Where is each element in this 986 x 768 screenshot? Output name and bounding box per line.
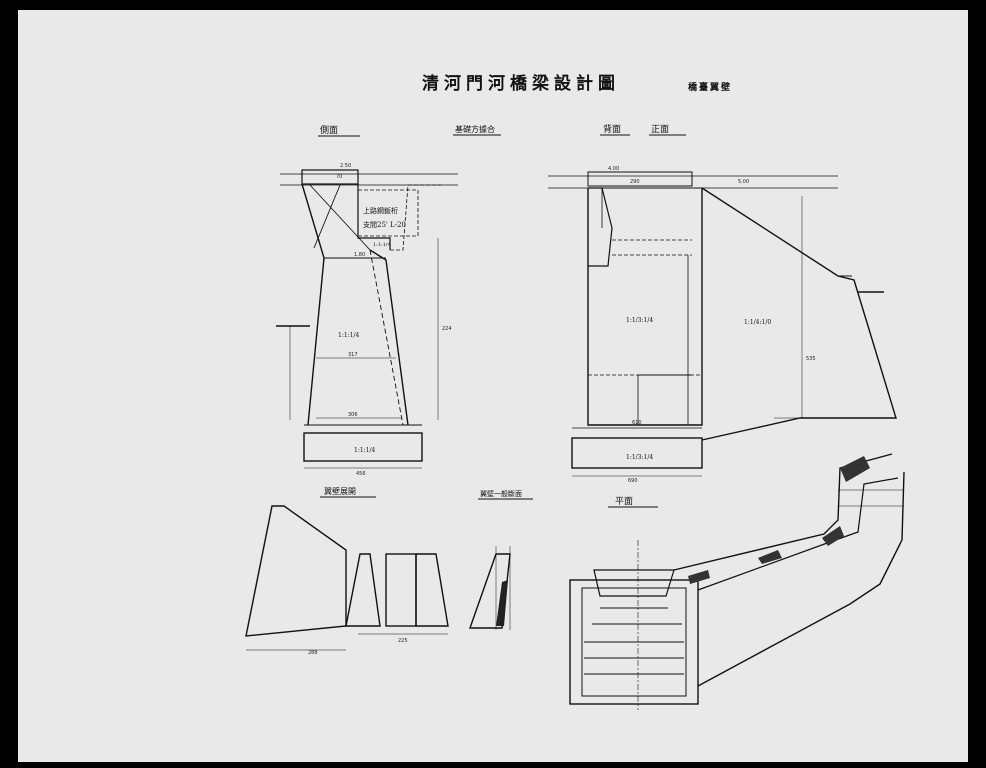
dim-70: 70: [336, 174, 342, 180]
drawing-sheet: 清河門河橋梁設計圖 橋臺翼壁 側面 基礎方據合 背面 正面 翼壁展開 翼壁一般斷…: [18, 10, 968, 762]
ratio-side-body: 1:1:1/4: [338, 332, 360, 339]
ratio-back-base: 1:1/3:1/4: [626, 454, 653, 461]
dim-224: 224: [442, 326, 452, 332]
dim-317: 317: [348, 352, 358, 358]
dim-top: 2.50: [340, 163, 351, 169]
dim-535: 535: [806, 356, 816, 362]
dim-290: 290: [630, 179, 640, 185]
label-wing-elevation: 翼壁展開: [324, 486, 356, 496]
label-back-view: 背面: [603, 123, 621, 135]
wing-elevation-view: 288 225: [245, 505, 449, 656]
dim-456: 456: [356, 471, 366, 477]
ratio-front-wing: 1:1/4:1/0: [744, 319, 771, 326]
dim-690: 690: [628, 478, 638, 484]
ratio-back-body: 1:1/3:1/4: [626, 317, 653, 324]
side-view: 2.50 70 317 306 456 224 1.80 1:1:1/4 1:1…: [276, 163, 458, 477]
label-side-view: 側面: [320, 124, 338, 136]
label-plan-view: 平面: [615, 496, 633, 507]
dim-180: 1.80: [354, 252, 365, 258]
dim-306: 306: [348, 412, 358, 418]
drawing-title: 清河門河橋梁設計圖: [422, 73, 620, 94]
ratio-side-top: 1:1:1/4: [373, 242, 391, 248]
dim-400: 4.00: [608, 166, 619, 172]
note-steel-2: 支間25' L-20: [363, 220, 406, 229]
dim-225: 225: [398, 638, 408, 644]
bridge-design-drawing: 清河門河橋梁設計圖 橋臺翼壁 側面 基礎方據合 背面 正面 翼壁展開 翼壁一般斷…: [245, 73, 905, 710]
label-mixed-view: 基礎方據合: [455, 124, 495, 134]
drawing-subtitle: 橋臺翼壁: [688, 81, 732, 93]
dim-500: 5.00: [738, 179, 749, 185]
ratio-side-base: 1:1:1/4: [354, 447, 376, 454]
label-wing-section: 翼壁一般斷面: [480, 489, 522, 498]
back-front-view: 4.00 290 5.00 610 690 535 1:1/3:1/4 1:1/…: [548, 166, 897, 484]
label-front-view: 正面: [651, 124, 669, 135]
dim-610: 610: [632, 420, 642, 426]
note-steel-1: 上路鋼鈑桁: [363, 206, 398, 215]
dim-288: 288: [308, 650, 318, 656]
plan-view: [569, 453, 905, 710]
wing-section-view: [469, 546, 511, 630]
